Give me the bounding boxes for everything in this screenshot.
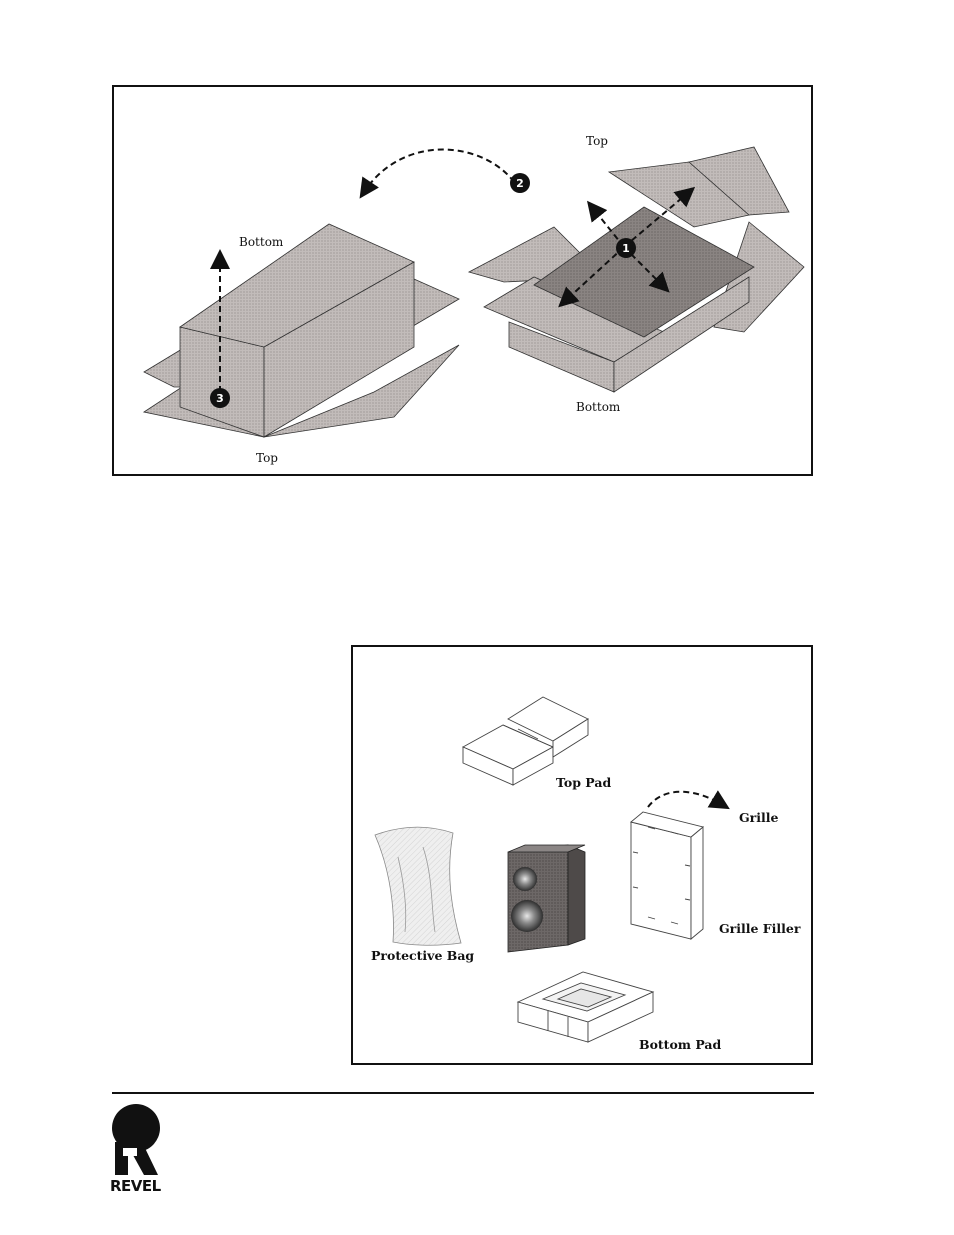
carton-illustration: 1 2 3	[114, 87, 815, 478]
label-grille: Grille	[739, 810, 778, 825]
packing-components-figure: Top Pad Grille Grille Filler Protective …	[351, 645, 813, 1065]
carton-figure: 1 2 3 Top Bottom Bottom Top	[112, 85, 813, 476]
revel-logo-mark	[110, 1104, 180, 1179]
label-top-left: Top	[256, 451, 278, 465]
grille-filler-drawing	[631, 812, 703, 939]
top-pad-drawing	[463, 697, 588, 785]
bottom-pad-drawing	[518, 972, 653, 1042]
label-top-pad: Top Pad	[556, 775, 611, 790]
label-bottom-right: Bottom	[576, 400, 620, 414]
protective-bag-drawing	[375, 827, 461, 945]
step-3-number: 3	[216, 392, 224, 405]
label-bottom-pad: Bottom Pad	[639, 1037, 721, 1052]
label-top-right: Top	[586, 134, 608, 148]
label-bottom-left: Bottom	[239, 235, 283, 249]
step-2-number: 2	[516, 177, 524, 190]
label-protective-bag: Protective Bag	[371, 948, 474, 963]
speaker-drawing	[508, 845, 585, 952]
grille-arrow	[648, 792, 723, 807]
revel-logo: REVEL	[110, 1104, 180, 1199]
label-grille-filler: Grille Filler	[719, 921, 800, 936]
footer-rule	[112, 1092, 814, 1094]
left-carton	[144, 224, 459, 437]
packing-illustration	[353, 647, 815, 1067]
step-1-number: 1	[622, 242, 630, 255]
revel-logo-text: REVEL	[110, 1177, 161, 1195]
